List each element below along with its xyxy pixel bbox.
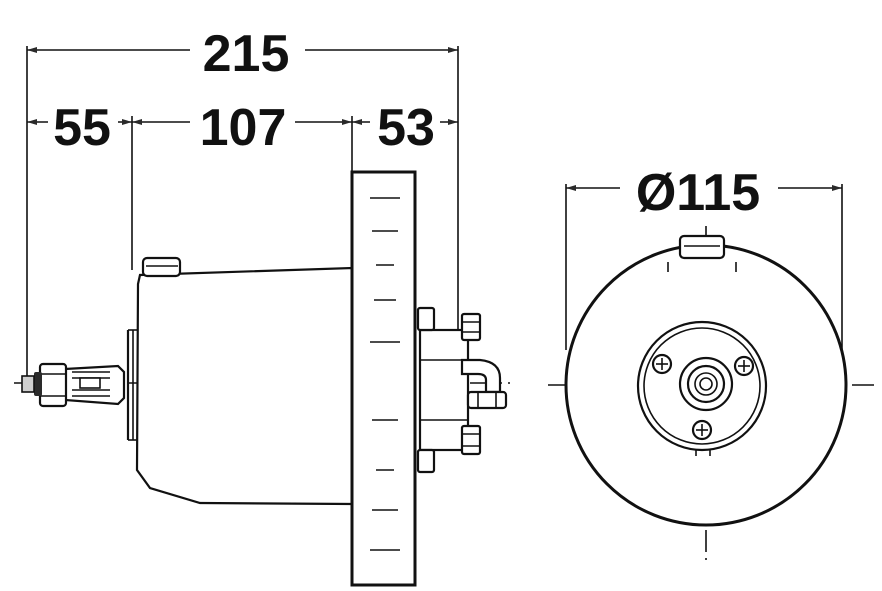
dimension-lines — [26, 46, 843, 378]
pump-side-view — [21, 170, 508, 587]
dimension-overall-length: 215 — [203, 25, 290, 83]
dimension-diameter: Ø115 — [636, 164, 760, 222]
mounting-screws — [651, 353, 755, 441]
dimension-body-length: 107 — [200, 99, 287, 157]
dimension-flange-length: 53 — [377, 99, 435, 157]
pump-front-view — [564, 234, 848, 527]
dimension-shaft-length: 55 — [53, 99, 111, 157]
